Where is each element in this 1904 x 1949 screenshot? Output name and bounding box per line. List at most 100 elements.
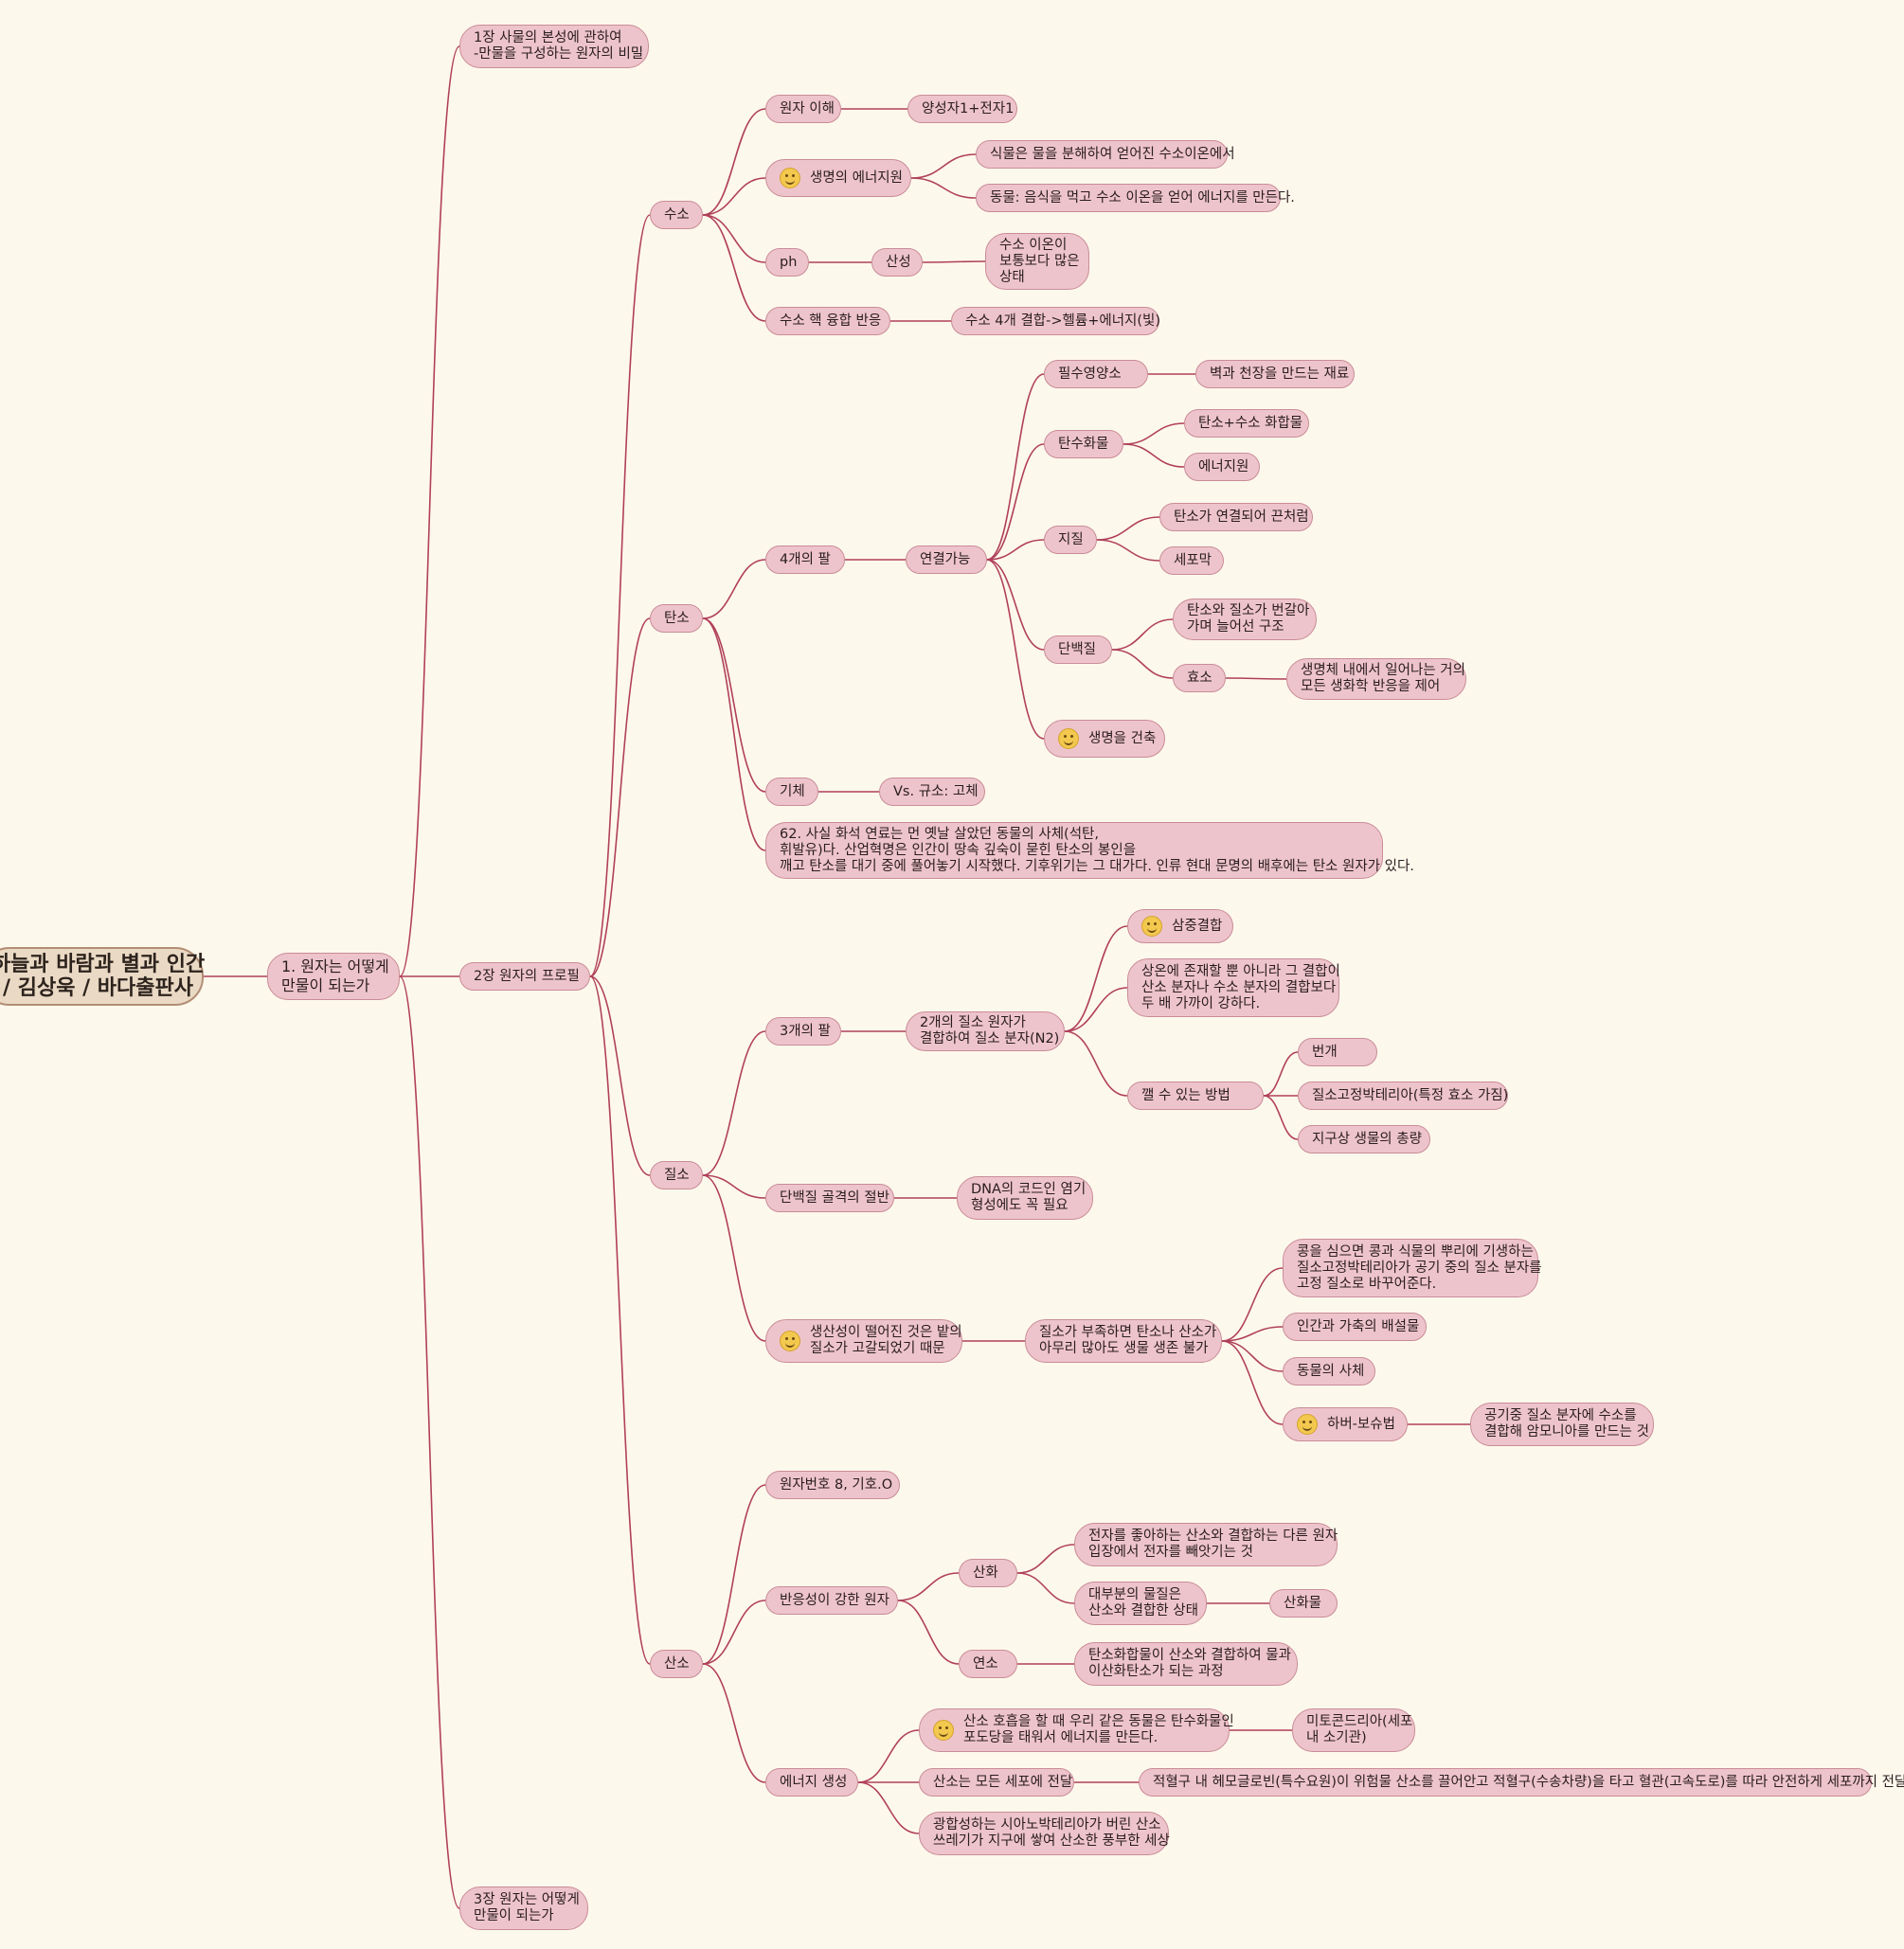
topic-0-1-0-2-0[interactable]: 산성 xyxy=(871,248,923,277)
connector-line xyxy=(702,1663,766,1783)
connector-line xyxy=(1221,1340,1284,1372)
smiley-icon xyxy=(933,1720,954,1741)
topic-label: 광합성하는 시아노박테리아가 버린 산소 쓰레기가 지구에 쌓여 산소한 풍부한… xyxy=(933,1817,1170,1849)
topic-0-1-3-2-2[interactable]: 광합성하는 시아노박테리아가 버린 산소 쓰레기가 지구에 쌓여 산소한 풍부한… xyxy=(919,1812,1170,1855)
topic-0-1-0-0-0[interactable]: 양성자1+전자1 xyxy=(907,95,1017,123)
topic-0-1-1-0-0-2-0[interactable]: 탄소가 연결되어 끈처럼 xyxy=(1159,503,1313,531)
topic-0-1-3-1-0[interactable]: 산화 xyxy=(959,1559,1017,1587)
topic-0-1-1-0-0-3-1[interactable]: 효소 xyxy=(1173,664,1226,692)
topic-label: 생명을 건축 xyxy=(1088,730,1157,746)
topic-0-1-1-0-0-2-1[interactable]: 세포막 xyxy=(1159,546,1224,575)
topic-0-1-2-1[interactable]: 단백질 골격의 절반 xyxy=(765,1184,894,1212)
connector-line xyxy=(986,443,1045,561)
topic-0-1-2-0-0-1[interactable]: 상온에 존재할 뿐 아니라 그 결합이 산소 분자나 수소 분자의 결합보다 두… xyxy=(1127,958,1340,1017)
topic-0-1-3-1-1[interactable]: 연소 xyxy=(959,1650,1017,1678)
topic-label: 수소 4개 결합->헬륨+에너지(빛) xyxy=(965,313,1161,329)
topic-0-1-1-2[interactable]: 62. 사실 화석 연료는 먼 옛날 살았던 동물의 사체(석탄, 휘발유)다.… xyxy=(765,822,1414,879)
topic-0-1-0-3[interactable]: 수소 핵 융합 반응 xyxy=(765,307,890,335)
topic-0-0[interactable]: 1장 사물의 본성에 관하여 -만물을 구성하는 원자의 비밀 xyxy=(459,25,649,68)
topic-0-1-2-0-0-2-0[interactable]: 번개 xyxy=(1298,1038,1377,1066)
topic-label: 연소 xyxy=(973,1655,998,1672)
topic-0-1-3[interactable]: 산소 xyxy=(650,1650,703,1678)
topic-0-1-2-0-0-2-2[interactable]: 지구상 생물의 총량 xyxy=(1298,1125,1430,1153)
topic-0-1-2-0-0-0[interactable]: 삼중결합 xyxy=(1127,909,1233,943)
topic-label: 1. 원자는 어떻게 만물이 되는가 xyxy=(281,957,389,994)
topic-0-1-1-1-0[interactable]: Vs. 규소: 고체 xyxy=(879,778,985,806)
topic-0-1-0[interactable]: 수소 xyxy=(650,201,703,229)
topic-0-1-0-1-1[interactable]: 동물: 음식을 먹고 수소 이온을 얻어 에너지를 만든다. xyxy=(976,184,1295,212)
topic-0-1-2[interactable]: 질소 xyxy=(650,1161,703,1189)
topic-0-1-1-0-0-4[interactable]: 생명을 건축 xyxy=(1044,720,1165,758)
connector-line xyxy=(702,214,766,322)
topic-0-1-1-0-0-1-1[interactable]: 에너지원 xyxy=(1184,453,1260,481)
connector-line xyxy=(1064,925,1128,1032)
topic-0-1-3-2-1-0[interactable]: 적혈구 내 헤모글로빈(특수요원)이 위험물 산소를 끌어안고 적혈구(수송차량… xyxy=(1139,1768,1904,1797)
connector-line xyxy=(589,214,651,977)
topic-0-1-0-1-0[interactable]: 식물은 물을 분해하여 얻어진 수소이온에서 xyxy=(976,140,1235,169)
topic-label: 세포막 xyxy=(1174,552,1212,568)
topic-label: 62. 사실 화석 연료는 먼 옛날 살았던 동물의 사체(석탄, 휘발유)다.… xyxy=(780,826,1414,874)
connector-line xyxy=(1221,1267,1284,1342)
topic-0-1-2-2[interactable]: 생산성이 떨어진 것은 밭의 질소가 고갈되었기 때문 xyxy=(765,1319,962,1363)
topic-0-1-3-0[interactable]: 원자번호 8, 기호.O xyxy=(765,1471,900,1499)
topic-label: 반응성이 강한 원자 xyxy=(780,1592,889,1608)
topic-0-1-2-2-0-1[interactable]: 인간과 가축의 배설물 xyxy=(1283,1313,1427,1341)
topic-0-1-2-0-0-2[interactable]: 깰 수 있는 방법 xyxy=(1127,1082,1264,1110)
topic-0-1-3-2-1[interactable]: 산소는 모든 세포에 전달 xyxy=(919,1768,1074,1797)
connector-line xyxy=(986,539,1045,561)
topic-0-1-1-0-0-0[interactable]: 필수영양소 xyxy=(1044,360,1148,388)
topic-label: DNA의 코드인 염기 형성에도 꼭 필요 xyxy=(971,1182,1087,1213)
topic-0-1-1[interactable]: 탄소 xyxy=(650,604,703,633)
connector-line xyxy=(986,559,1045,740)
topic-0-1-3-2-0[interactable]: 산소 호흡을 할 때 우리 같은 동물은 탄수화물인 포도당을 태워서 에너지를… xyxy=(919,1708,1234,1752)
topic-0-1-2-0-0-2-1[interactable]: 질소고정박테리아(특정 효소 가짐) xyxy=(1298,1082,1508,1110)
topic-0-1-2-0-0[interactable]: 2개의 질소 원자가 결합하여 질소 분자(N2) xyxy=(906,1011,1065,1051)
topic-0-1-0-0[interactable]: 원자 이해 xyxy=(765,95,841,123)
topic-label: 기체 xyxy=(780,783,805,799)
topic-0-1-1-0-0-2[interactable]: 지질 xyxy=(1044,526,1097,554)
topic-0-1-2-2-0-2[interactable]: 동물의 사체 xyxy=(1283,1357,1375,1386)
topic-0-1-1-0-0[interactable]: 연결가능 xyxy=(906,545,987,574)
connector-line xyxy=(702,1484,766,1665)
topic-0[interactable]: 1. 원자는 어떻게 만물이 되는가 xyxy=(267,953,400,1000)
topic-0-1-1-1[interactable]: 기체 xyxy=(765,778,818,806)
topic-0-1-1-0-0-3-1-0[interactable]: 생명체 내에서 일어나는 거의 모든 생화학 반응을 제어 xyxy=(1286,658,1466,700)
topic-0-1-2-2-0-3-0[interactable]: 공기중 질소 분자에 수소를 결합해 암모니아를 만드는 것 xyxy=(1470,1403,1654,1446)
topic-0-1-2-0[interactable]: 3개의 팔 xyxy=(765,1017,841,1046)
connector-line xyxy=(702,1174,766,1342)
topic-0-1-3-2[interactable]: 에너지 생성 xyxy=(765,1768,858,1797)
topic-0-1-2-2-0-3[interactable]: 하버-보슈법 xyxy=(1283,1407,1408,1441)
topic-label: 수소 이온이 보통보다 많은 상태 xyxy=(999,237,1080,285)
connector-line xyxy=(702,559,766,619)
topic-0-1-0-3-0[interactable]: 수소 4개 결합->헬륨+에너지(빛) xyxy=(951,307,1161,335)
topic-label: 탄수화물 xyxy=(1058,436,1109,452)
topic-0-1-1-0-0-1-0[interactable]: 탄소+수소 화합물 xyxy=(1184,409,1309,438)
topic-0-1-0-1[interactable]: 생명의 에너지원 xyxy=(765,159,911,197)
topic-label: 필수영양소 xyxy=(1058,366,1122,382)
connector-line xyxy=(897,1572,960,1601)
topic-0-1-3-1-1-0[interactable]: 탄소화합물이 산소와 결합하여 물과 이산화탄소가 되는 과정 xyxy=(1074,1642,1298,1686)
topic-0-1-1-0-0-1[interactable]: 탄수화물 xyxy=(1044,430,1123,458)
topic-0-1-3-1-0-1[interactable]: 대부분의 물질은 산소와 결합한 상태 xyxy=(1074,1582,1207,1625)
topic-0-1-3-2-0-0[interactable]: 미토콘드리아(세포 내 소기관) xyxy=(1292,1708,1415,1752)
topic-0-1-1-0[interactable]: 4개의 팔 xyxy=(765,545,845,574)
topic-label: 콩을 심으면 콩과 식물의 뿌리에 기생하는 질소고정박테리아가 공기 중의 질… xyxy=(1297,1243,1542,1292)
topic-0-2[interactable]: 3장 원자는 어떻게 만물이 되는가 xyxy=(459,1886,588,1930)
root-topic[interactable]: 하늘과 바람과 별과 인간 / 김상욱 / 바다출판사 xyxy=(0,947,205,1006)
topic-0-1-3-1-0-1-0[interactable]: 산화물 xyxy=(1269,1589,1338,1618)
topic-0-1[interactable]: 2장 원자의 프로필 xyxy=(459,962,590,991)
topic-0-1-1-0-0-3-0[interactable]: 탄소와 질소가 번갈아 가며 늘어선 구조 xyxy=(1173,599,1317,640)
topic-0-1-2-1-0[interactable]: DNA의 코드인 염기 형성에도 꼭 필요 xyxy=(957,1176,1093,1220)
topic-0-1-3-1-0-0[interactable]: 전자를 좋아하는 산소와 결합하는 다른 원자 입장에서 전자를 빼앗기는 것 xyxy=(1074,1523,1338,1566)
topic-0-1-1-0-0-3[interactable]: 단백질 xyxy=(1044,635,1112,664)
topic-0-1-2-2-0[interactable]: 질소가 부족하면 탄소나 산소가 아무리 많아도 생물 생존 불가 xyxy=(1025,1319,1222,1363)
topic-0-1-1-0-0-0-0[interactable]: 벽과 천장을 만드는 재료 xyxy=(1195,360,1355,388)
topic-0-1-0-2[interactable]: ph xyxy=(765,248,809,277)
topic-label: 질소 xyxy=(664,1167,690,1183)
connector-line xyxy=(1263,1051,1299,1097)
topic-0-1-2-2-0-0[interactable]: 콩을 심으면 콩과 식물의 뿌리에 기생하는 질소고정박테리아가 공기 중의 질… xyxy=(1283,1239,1542,1297)
topic-0-1-3-1[interactable]: 반응성이 강한 원자 xyxy=(765,1586,898,1615)
connector-line xyxy=(702,177,766,216)
topic-0-1-0-2-0-0[interactable]: 수소 이온이 보통보다 많은 상태 xyxy=(985,233,1089,290)
